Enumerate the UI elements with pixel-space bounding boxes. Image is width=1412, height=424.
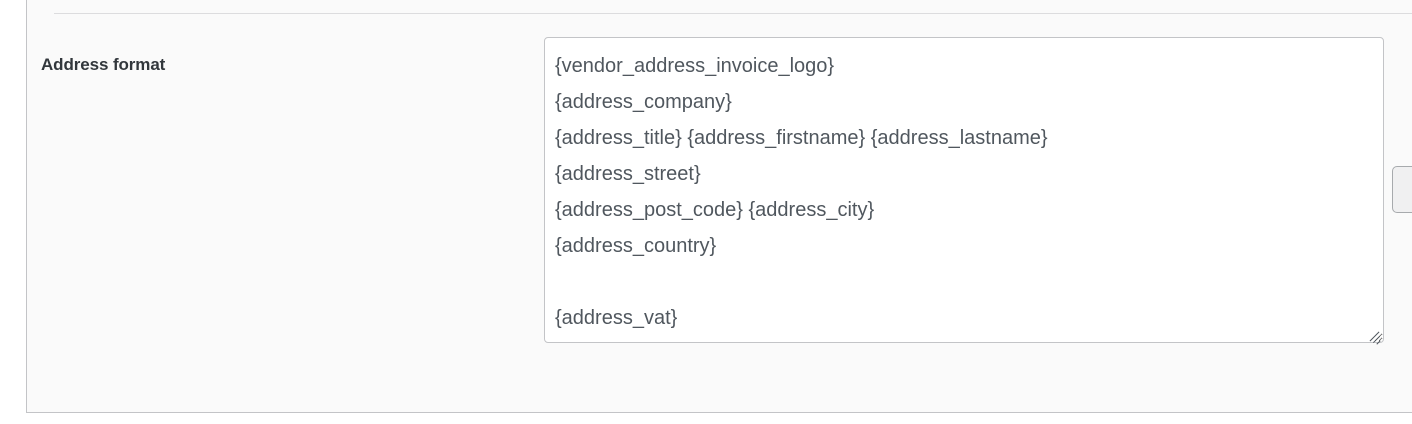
settings-card: Address format (26, 0, 1412, 413)
section-divider (54, 13, 1412, 14)
address-format-textarea[interactable] (544, 37, 1384, 343)
address-format-form-row: Address format (27, 14, 1412, 412)
address-format-field (544, 37, 1384, 345)
address-format-label: Address format (41, 55, 166, 74)
right-edge-panel[interactable] (1392, 166, 1412, 213)
